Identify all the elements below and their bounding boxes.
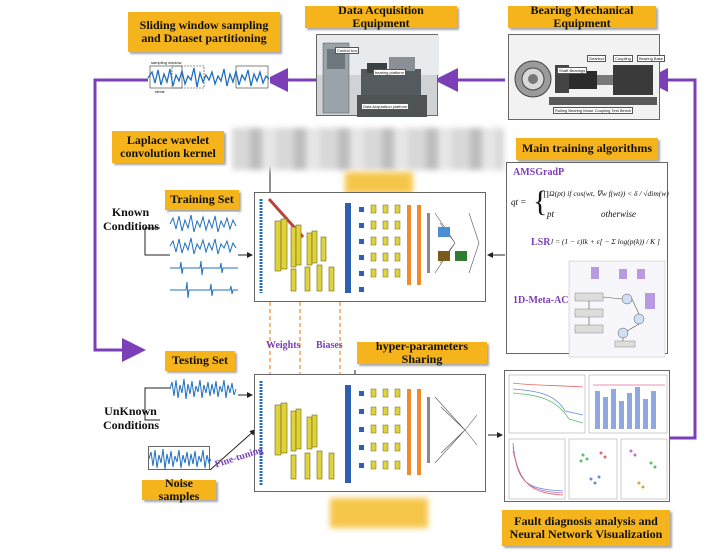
testing-waveform — [169, 378, 237, 400]
label-training-set: Training Set — [165, 190, 239, 210]
blurred-kernel-label — [345, 172, 413, 194]
testing-set-signal — [169, 376, 237, 402]
noise-waveform — [148, 448, 212, 470]
network-panel-training — [254, 192, 486, 302]
acon-module-diagram — [568, 260, 666, 358]
amsgrad-case-2-var: pt — [547, 209, 555, 219]
label-bearing-equipment: Bearing Mechanical Equipment — [508, 3, 656, 30]
network-panel-testing — [254, 374, 486, 492]
connector-unknown-to-testing — [144, 387, 172, 421]
bearing-equipment-photo: Gearbox Coupling Bearing Base Shaft Bear… — [508, 34, 666, 120]
photo-label-coupling: Coupling — [613, 55, 633, 62]
raw-signal-waveform — [147, 65, 270, 89]
algorithms-panel: AMSGradP qt = { ∏Ω(pt) if cos(wt, ∇w f(w… — [506, 162, 669, 358]
amsgrad-brace: { — [533, 185, 548, 218]
amsgrad-case-2-cond: otherwise — [601, 209, 636, 219]
training-waveforms — [169, 214, 238, 299]
photo-label-bearing-base: Bearing Base — [637, 55, 666, 62]
blurred-kernel-image — [232, 128, 504, 170]
sampling-window-label: sampling window — [151, 60, 182, 65]
stride-label: stride — [155, 89, 165, 94]
noise-samples-signal — [148, 446, 212, 470]
bearing-photo-drawing — [514, 60, 657, 105]
photo-label-shaft-bearings: Shaft Bearings — [557, 67, 588, 74]
label-unknown-conditions: UnKnown Conditions — [103, 404, 160, 432]
label-sliding-window: Sliding window sampling and Dataset part… — [128, 12, 280, 52]
blurred-bottom-label — [330, 498, 428, 528]
arrow-sampling-to-datasets — [93, 78, 148, 362]
connector-known-to-training — [144, 227, 172, 256]
photo-label-test-bench: Rolling Bearing Motor Coupling Test Benc… — [553, 107, 634, 114]
label-known-conditions: Known Conditions — [103, 205, 160, 233]
label-laplace-kernel: Laplace wavelet convolution kernel — [112, 131, 224, 163]
biases-label: Biases — [316, 340, 343, 351]
network-architecture-training — [259, 197, 480, 293]
amsgrad-title: AMSGradP — [513, 167, 565, 178]
label-data-acquisition: Data Acquisition Equipment — [305, 3, 457, 30]
amsgrad-lhs: qt = — [511, 197, 527, 207]
visualization-panel — [504, 370, 670, 502]
data-acquisition-photo: Control box bearing platform Data Acquis… — [316, 34, 439, 117]
lsr-formula: l = (1 − ε)lk + ε[ − Σ log(p(k)) / K ] — [551, 237, 660, 246]
label-fault-diagnosis: Fault diagnosis analysis and Neural Netw… — [502, 510, 670, 546]
label-testing-set: Testing Set — [165, 351, 235, 371]
photo-label-control-box: Control box — [335, 47, 360, 54]
weights-label: Weights — [266, 340, 301, 351]
label-hyper-sharing: hyper-parameters Sharing — [357, 339, 487, 366]
arrow-noise-to-network — [209, 429, 256, 471]
label-main-training: Main training algorithms — [516, 138, 658, 160]
photo-label-bearing-platform: bearing platform — [373, 69, 406, 76]
sampling-signal-panel: sampling window stride — [147, 60, 270, 98]
amsgrad-case-1: ∏Ω(pt) if cos(wt, ∇w f(wt)) < δ / √dim(w… — [543, 189, 669, 198]
acon-title: 1D-Meta-ACON — [513, 295, 584, 306]
photo-label-gearbox: Gearbox — [587, 55, 607, 62]
label-noise-samples: Noise samples — [142, 476, 216, 503]
training-set-signals — [169, 212, 238, 304]
network-architecture-testing — [259, 381, 478, 485]
photo-label-acquisition-platform: Data Acquisition platform — [361, 103, 410, 110]
lsr-title: LSR — [531, 237, 551, 248]
visualization-plots — [508, 374, 668, 500]
